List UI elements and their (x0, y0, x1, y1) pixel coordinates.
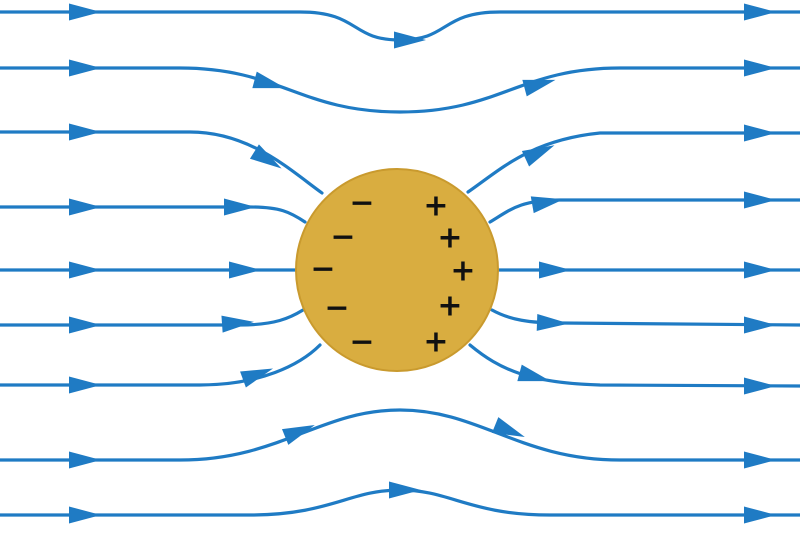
arrowhead-icon (394, 31, 426, 49)
arrowhead-icon (744, 451, 776, 469)
arrowhead-icon (69, 506, 101, 524)
arrowhead-icon (281, 425, 315, 445)
arrowhead-icon (69, 198, 101, 216)
positive-charge: + (423, 189, 448, 224)
field-line-6-left (0, 308, 305, 327)
arrowhead-icon (744, 124, 776, 142)
arrowhead-icon (521, 145, 555, 167)
arrowhead-icon (744, 3, 776, 21)
field-line-7-left (0, 343, 322, 387)
arrowhead-icon (530, 196, 564, 214)
arrowhead-icon (744, 261, 776, 279)
negative-charge: − (324, 291, 349, 326)
arrowhead-icon (539, 261, 571, 279)
arrowhead-icon (744, 377, 776, 395)
conducting-sphere (295, 168, 499, 372)
arrowhead-icon (69, 451, 101, 469)
arrowhead-icon (744, 316, 776, 334)
arrowhead-icon (221, 315, 254, 333)
negative-charge: − (310, 252, 335, 287)
arrowhead-icon (491, 417, 525, 437)
arrowhead-icon (69, 123, 101, 141)
arrowhead-icon (744, 506, 776, 524)
arrowhead-icon (229, 261, 261, 279)
arrowhead-icon (69, 261, 101, 279)
arrowhead-icon (240, 368, 274, 388)
field-line-3-right (466, 131, 800, 194)
arrowhead-icon (744, 191, 776, 209)
arrowhead-icon (517, 364, 551, 382)
negative-charge: − (349, 325, 374, 360)
arrowhead-icon (69, 316, 101, 334)
field-line-2 (0, 66, 800, 114)
arrowhead-icon (69, 3, 101, 21)
arrowhead-icon (252, 71, 286, 89)
arrowhead-icon (224, 198, 256, 216)
arrowhead-icon (249, 144, 282, 169)
positive-charge: + (437, 289, 462, 324)
arrowhead-icon (389, 481, 421, 499)
field-line-8 (0, 408, 800, 462)
positive-charge: + (423, 325, 448, 360)
positive-charge: + (437, 221, 462, 256)
arrowhead-icon (536, 313, 569, 331)
negative-charge: − (349, 186, 374, 221)
field-line-4-left (0, 205, 307, 224)
arrowhead-icon (522, 79, 556, 97)
negative-charge: − (330, 220, 355, 255)
arrowhead-icon (744, 59, 776, 77)
positive-charge: + (450, 254, 475, 289)
arrowhead-icon (69, 376, 101, 394)
induced-charges: − − − − − + + + + + (310, 186, 475, 360)
arrowhead-icon (69, 59, 101, 77)
arrowheads (69, 3, 776, 524)
